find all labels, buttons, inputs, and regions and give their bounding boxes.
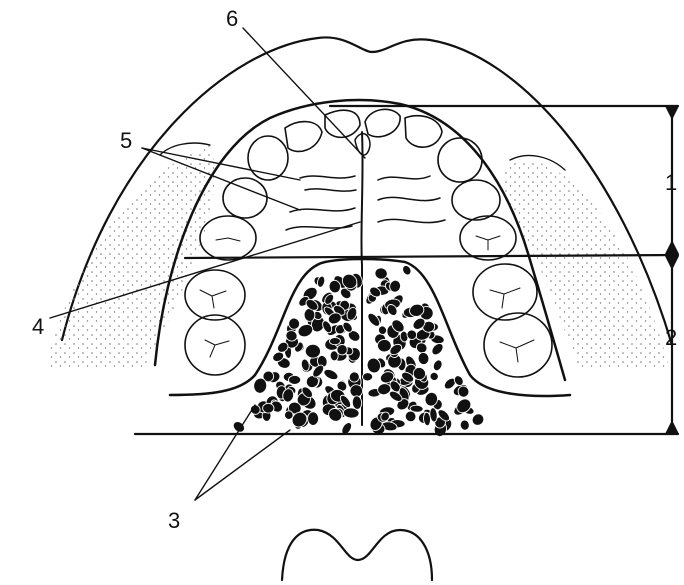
tooth (365, 109, 400, 136)
gland (377, 339, 391, 352)
label-3: 3 (168, 508, 180, 533)
tooth-fissure (490, 288, 520, 308)
gland (329, 337, 340, 344)
tooth-fissure (216, 238, 240, 241)
gland (308, 412, 319, 426)
tooth (484, 313, 552, 377)
gland (418, 352, 430, 365)
label-4: 4 (32, 314, 44, 339)
gland (352, 395, 363, 409)
tooth (405, 116, 442, 148)
ruga (378, 197, 440, 200)
leader-6 (243, 28, 365, 158)
gland (288, 375, 300, 384)
label-6: 6 (226, 6, 238, 31)
arrowhead (665, 240, 679, 254)
right-cheek-stipple (504, 159, 670, 370)
ruga (305, 189, 356, 191)
gland (430, 341, 446, 357)
arrowhead (665, 106, 679, 120)
tooth (285, 122, 322, 152)
tooth-fissure (500, 340, 534, 362)
gland (322, 367, 339, 381)
ruga (378, 219, 445, 222)
arrowhead (665, 256, 679, 270)
gland (263, 403, 275, 413)
leader-3b (195, 430, 290, 500)
label-2: 2 (665, 325, 677, 350)
leader-3a (195, 405, 255, 500)
gland (429, 371, 440, 382)
gland (362, 372, 373, 381)
ruga (378, 176, 430, 180)
gland (432, 358, 444, 372)
label-5: 5 (120, 128, 132, 153)
tooth (473, 264, 537, 320)
tooth-fissure (200, 290, 226, 308)
tooth (452, 180, 500, 220)
tooth (438, 138, 482, 182)
tooth (223, 178, 267, 218)
tooth-fissure (205, 340, 229, 357)
gland (305, 344, 320, 358)
arrowhead (665, 420, 679, 434)
tooth (460, 216, 516, 260)
lower-lip-outline (282, 530, 432, 580)
palatine-rugae (286, 176, 445, 230)
tooth-fissure (476, 236, 500, 250)
gland (460, 419, 470, 430)
ruga (300, 176, 355, 178)
label-1: 1 (665, 170, 677, 195)
